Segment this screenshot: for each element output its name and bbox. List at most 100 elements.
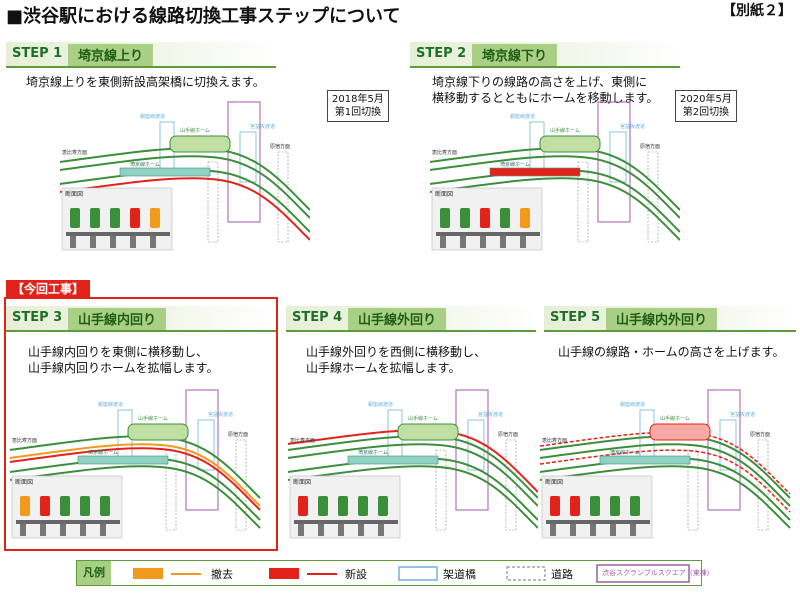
legend-viaduct-swatch xyxy=(398,566,438,581)
section-train-5 xyxy=(630,496,640,516)
yamanote-inner-new-track xyxy=(10,447,261,511)
step2-switch-date: 2020年5月 xyxy=(680,94,732,105)
section-train-4 xyxy=(358,496,368,516)
section-label: 断面図 xyxy=(65,190,83,198)
ginza-label: 銀座線渡道 xyxy=(98,401,123,408)
step2-switch-box: 2020年5月 第2回切換 xyxy=(675,90,737,122)
step4-name: 山手線外回り xyxy=(348,308,447,330)
section-pillar-4 xyxy=(80,524,86,536)
saikyo-platform-shape xyxy=(599,455,691,465)
miyamasu-label: 宮益坂渡道 xyxy=(620,123,645,130)
step4-desc-line1: 山手線外回りを西側に横移動し、 xyxy=(306,345,487,359)
section-label: 断面図 xyxy=(435,190,453,198)
yamanote-inner-raised-track xyxy=(540,449,791,513)
yamanote-inner-track xyxy=(10,443,261,507)
legend-road-label: 道路 xyxy=(551,568,573,581)
step5-desc-line1: 山手線の線路・ホームの高さを上げます。 xyxy=(558,345,785,359)
section-label: 断面図 xyxy=(545,478,563,486)
step3-desc-line2: 山手線内回りホームを拡幅します。 xyxy=(28,361,219,375)
ginza-label: 銀座線渡道 xyxy=(510,113,535,120)
legend-title: 凡例 xyxy=(77,561,111,585)
section-train-1 xyxy=(20,496,30,516)
miyamasu-viaduct xyxy=(239,131,257,183)
miyamasu-label: 宮益坂渡道 xyxy=(730,411,755,418)
harajuku-direction-label: 原宿方面 xyxy=(640,143,660,150)
step1-switch-box: 2018年5月 第1回切換 xyxy=(327,90,389,122)
section-pillar-5 xyxy=(150,236,156,248)
step3-number: STEP 3 xyxy=(12,310,63,325)
legend-new-swatch xyxy=(269,568,299,579)
section-deck xyxy=(294,520,398,524)
step3-desc-line1: 山手線内回りを東側に横移動し、 xyxy=(28,345,209,359)
section-pillar-5 xyxy=(630,524,636,536)
section-pillar-5 xyxy=(100,524,106,536)
saikyo-up-track xyxy=(60,177,310,241)
scramble-square-outline xyxy=(707,389,741,511)
meiji-road xyxy=(757,439,769,531)
harajuku-direction-label: 原宿方面 xyxy=(498,431,518,438)
yamanote-platform-shape xyxy=(169,135,231,153)
route246-road xyxy=(687,449,699,531)
ginza-label: 銀座線渡道 xyxy=(140,113,165,120)
step3-panel: STEP 3 山手線内回り 山手線内回りを東側に横移動し、 山手線内回りホームを… xyxy=(6,306,276,546)
legend-road-swatch xyxy=(506,566,546,581)
step2-number: STEP 2 xyxy=(416,46,467,61)
saikyo-down-track xyxy=(60,169,310,233)
section-pillar-2 xyxy=(570,524,576,536)
section-train-3 xyxy=(60,496,70,516)
step3-header: STEP 3 山手線内回り xyxy=(6,306,276,332)
section-pillar-3 xyxy=(590,524,596,536)
miyamasu-viaduct xyxy=(719,419,737,471)
section-label: 断面図 xyxy=(293,478,311,486)
section-pillar-1 xyxy=(550,524,556,536)
section-deck xyxy=(66,232,170,236)
section-train-4 xyxy=(500,208,510,228)
saikyo-platform-label: 埼京線ホーム xyxy=(130,161,160,168)
step1-name: 埼京線上り xyxy=(68,44,154,66)
legend-new-label: 新設 xyxy=(345,568,367,581)
saikyo-platform-shape xyxy=(119,167,211,177)
saikyo-platform-shape xyxy=(489,167,581,177)
saikyo-platform-shape xyxy=(77,455,169,465)
section-train-4 xyxy=(80,496,90,516)
miyamasu-viaduct xyxy=(197,419,215,471)
section-pillar-3 xyxy=(60,524,66,536)
harajuku-direction-label: 原宿方面 xyxy=(270,143,290,150)
saikyo-up-track xyxy=(288,465,538,529)
yamanote-platform-label: 山手線ホーム xyxy=(408,415,438,422)
step4-panel: STEP 4 山手線外回り 山手線外回りを西側に横移動し、 山手線ホームを拡幅し… xyxy=(286,306,536,546)
attachment-label: 【別紙２】 xyxy=(722,3,792,19)
legend: 凡例 撤去 新設 架道橋 道路 渋谷スクランブルスクエア（東棟） xyxy=(76,560,714,586)
section-pillar-1 xyxy=(70,236,76,248)
section-label: 断面図 xyxy=(15,478,33,486)
yamanote-inner-track xyxy=(60,155,310,219)
section-train-2 xyxy=(460,208,470,228)
ginza-label: 銀座線渡道 xyxy=(368,401,393,408)
saikyo-up-track xyxy=(10,465,261,529)
section-train-4 xyxy=(130,208,140,228)
section-pillar-3 xyxy=(110,236,116,248)
section-train-4 xyxy=(610,496,620,516)
step2-desc-line1: 埼京線下りの線路の高さを上げ、東側に xyxy=(432,75,648,89)
miyamasu-viaduct xyxy=(609,131,627,183)
yamanote-platform-shape xyxy=(649,423,711,441)
yamanote-platform-label: 山手線ホーム xyxy=(660,415,690,422)
saikyo-down-track xyxy=(430,169,680,233)
yamanote-outer-raised-track xyxy=(540,431,791,495)
yamanote-inner-track xyxy=(288,443,538,507)
ebisu-direction-label: 恵比寿方面 xyxy=(12,437,37,444)
yamanote-platform-shape xyxy=(397,423,459,441)
ebisu-direction-label: 恵比寿方面 xyxy=(290,437,315,444)
section-pillar-4 xyxy=(500,236,506,248)
current-work-tag: 【今回工事】 xyxy=(6,280,91,298)
step1-switch-date: 2018年5月 xyxy=(332,94,384,105)
saikyo-platform-shape xyxy=(347,455,439,465)
step5-description: 山手線の線路・ホームの高さを上げます。 xyxy=(558,344,784,360)
step1-switch-label: 第1回切換 xyxy=(334,107,382,118)
yamanote-platform-label: 山手線ホーム xyxy=(180,127,210,134)
route246-road xyxy=(435,449,447,531)
section-pillar-2 xyxy=(460,236,466,248)
current-work-frame xyxy=(4,297,278,551)
section-train-3 xyxy=(338,496,348,516)
